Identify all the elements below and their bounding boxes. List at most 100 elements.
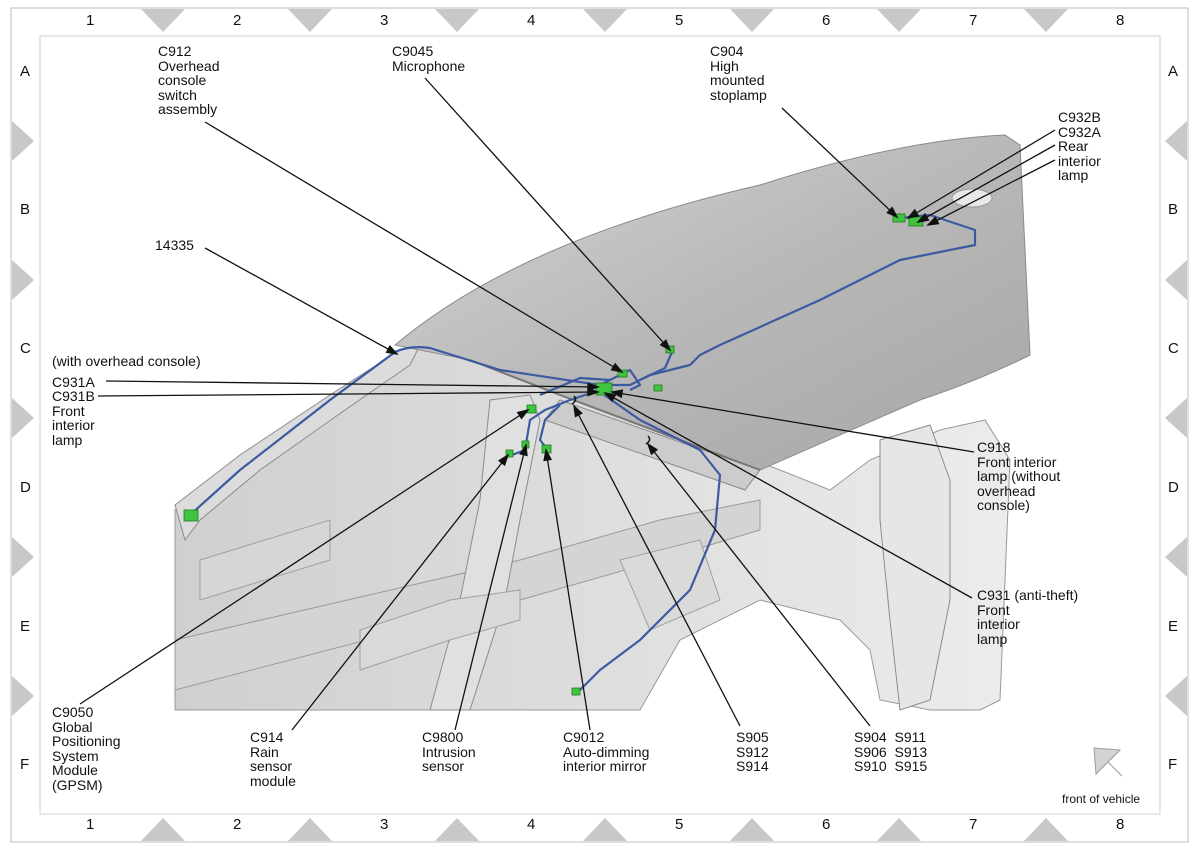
grid-col-top-2: 2 xyxy=(233,12,242,29)
leader-line-c931a xyxy=(105,380,599,388)
border-marker xyxy=(583,9,627,32)
arrowhead-c9800 xyxy=(519,443,528,457)
label-c931b: C931B Front interior lamp xyxy=(52,388,95,448)
border-markers xyxy=(12,9,1187,841)
grid-row-left-A: A xyxy=(20,63,31,80)
grid-col-bottom-1: 1 xyxy=(86,816,95,833)
label-c9012: C9012 Auto-dimming interior mirror xyxy=(563,729,650,774)
leader-line-c9050 xyxy=(79,409,529,705)
grid-row-left-F: F xyxy=(20,756,30,773)
grid-col-top-1: 1 xyxy=(86,12,95,29)
arrowhead-c9012 xyxy=(543,448,553,462)
border-marker xyxy=(1165,121,1187,161)
arrowhead-c904 xyxy=(886,206,899,219)
splice-marks xyxy=(571,395,651,445)
grid-col-bottom-4: 4 xyxy=(527,816,536,833)
leader-line-c931b xyxy=(97,391,599,397)
arrowhead-c918 xyxy=(610,389,624,399)
label-front-of-vehicle: front of vehicle xyxy=(1062,792,1141,806)
label-c914: C914 Rain sensor module xyxy=(250,729,296,789)
grid-row-right-F: F xyxy=(1168,756,1178,773)
grid-row-right-E: E xyxy=(1168,618,1179,635)
arrowhead-c9045 xyxy=(659,339,672,352)
connector-mid xyxy=(653,384,663,392)
arrowhead-c912 xyxy=(610,362,624,374)
roof-front-edge xyxy=(469,359,761,471)
arrowhead-s904 xyxy=(646,442,659,456)
border-marker xyxy=(12,537,34,577)
label-c912: C912 Overhead console switch assembly xyxy=(158,43,220,117)
border-marker xyxy=(288,818,332,841)
border-marker xyxy=(12,260,34,300)
grid-row-left-C: C xyxy=(20,340,31,357)
grid-col-bottom-2: 2 xyxy=(233,816,242,833)
connector-c914 xyxy=(505,449,514,458)
border-marker xyxy=(435,818,479,841)
arrowhead-c931 xyxy=(603,392,617,403)
label-with-overhead-console: (with overhead console) xyxy=(52,353,201,369)
border-marker xyxy=(877,9,921,32)
leader-line-c9045 xyxy=(424,77,671,351)
grid-col-bottom-3: 3 xyxy=(380,816,389,833)
border-marker xyxy=(1024,9,1068,32)
border-marker xyxy=(730,9,774,32)
label-c918: C918 Front interior lamp (without overhe… xyxy=(977,439,1061,513)
label-c931: C931 (anti-theft) Front interior lamp xyxy=(977,587,1079,647)
border-marker xyxy=(12,676,34,716)
label-s904: S904 S911 S906 S913 S910 S915 xyxy=(854,729,928,774)
label-s905: S905 S912 S914 xyxy=(736,729,769,774)
connector-c931 xyxy=(595,382,613,396)
arrowhead-n14335 xyxy=(385,344,399,355)
border-marker xyxy=(1024,818,1068,841)
border-marker xyxy=(288,9,332,32)
connector-c904 xyxy=(892,213,906,223)
leader-line-c9800 xyxy=(454,444,527,731)
connector-14335-end xyxy=(183,509,199,522)
arrowhead-s905 xyxy=(573,404,583,418)
border-marker xyxy=(435,9,479,32)
grid-row-right-B: B xyxy=(1168,201,1179,218)
grid-col-bottom-7: 7 xyxy=(969,816,978,833)
leader-line-s905 xyxy=(573,405,741,727)
border-marker xyxy=(730,818,774,841)
label-c931a: C931A xyxy=(52,374,95,390)
grid-col-bottom-8: 8 xyxy=(1116,816,1125,833)
label-c9050: C9050 Global Positioning System Module (… xyxy=(52,704,121,793)
leader-line-c904 xyxy=(781,107,898,218)
diagram-inner-frame xyxy=(39,35,1161,815)
border-marker xyxy=(877,818,921,841)
border-marker xyxy=(1165,260,1187,300)
leader-line-c931 xyxy=(604,392,973,599)
grid-row-right-C: C xyxy=(1168,340,1179,357)
arrowhead-c914 xyxy=(497,453,510,467)
leader-line-c932b xyxy=(907,129,1056,219)
grid-row-left-B: B xyxy=(20,201,31,218)
label-c904: C904 High mounted stoplamp xyxy=(710,43,767,103)
grid-row-right-D: D xyxy=(1168,479,1179,496)
arrowhead-c932r xyxy=(926,216,940,226)
arrowhead-c932a xyxy=(916,212,930,223)
border-marker xyxy=(583,818,627,841)
connector-lower xyxy=(571,687,581,696)
border-marker xyxy=(12,121,34,161)
leader-lines xyxy=(79,77,1056,731)
arrowhead-c931b xyxy=(587,387,600,397)
leader-line-c932r xyxy=(927,159,1056,226)
grid-col-top-8: 8 xyxy=(1116,12,1125,29)
label-14335: 14335 xyxy=(155,237,194,253)
leader-line-c932a xyxy=(917,144,1056,223)
arrowhead-c931a xyxy=(587,382,600,392)
border-marker xyxy=(12,398,34,438)
label-c9800: C9800 Intrusion sensor xyxy=(422,729,476,774)
leader-line-n14335 xyxy=(204,247,398,355)
arrowhead-c932b xyxy=(906,208,920,220)
grid-col-bottom-5: 5 xyxy=(675,816,684,833)
connector-c9050 xyxy=(526,404,537,414)
border-marker xyxy=(1165,537,1187,577)
border-marker xyxy=(1165,676,1187,716)
leader-line-c914 xyxy=(291,454,509,731)
label-c932: C932B C932A Rear interior lamp xyxy=(1058,109,1101,183)
border-marker xyxy=(1165,398,1187,438)
grid-col-top-6: 6 xyxy=(822,12,831,29)
